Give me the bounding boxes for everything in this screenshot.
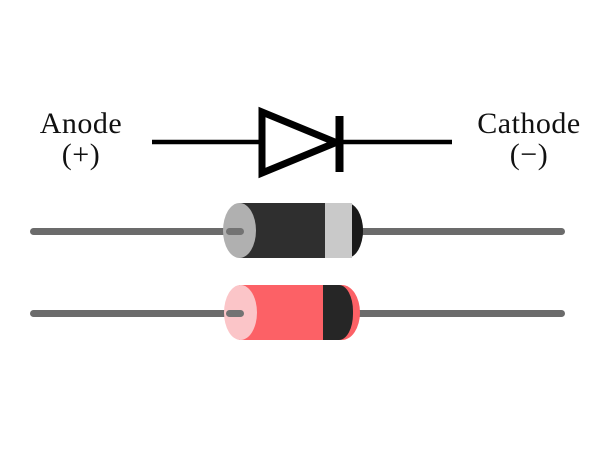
red-diode-lead-tip <box>226 310 244 317</box>
schematic-triangle-icon <box>258 106 346 179</box>
anode-polarity-text: (+) <box>61 138 101 171</box>
red-diode-cathode-band <box>323 285 353 340</box>
anode-label-text: Anode <box>39 107 123 140</box>
cathode-polarity-text: (−) <box>509 138 549 171</box>
black-diode-cathode-band <box>325 203 352 258</box>
anode-label: Anode (+) <box>18 108 144 170</box>
black-diode-lead-tip <box>226 228 244 235</box>
cathode-label: Cathode (−) <box>456 108 600 170</box>
cathode-label-text: Cathode <box>477 107 581 140</box>
